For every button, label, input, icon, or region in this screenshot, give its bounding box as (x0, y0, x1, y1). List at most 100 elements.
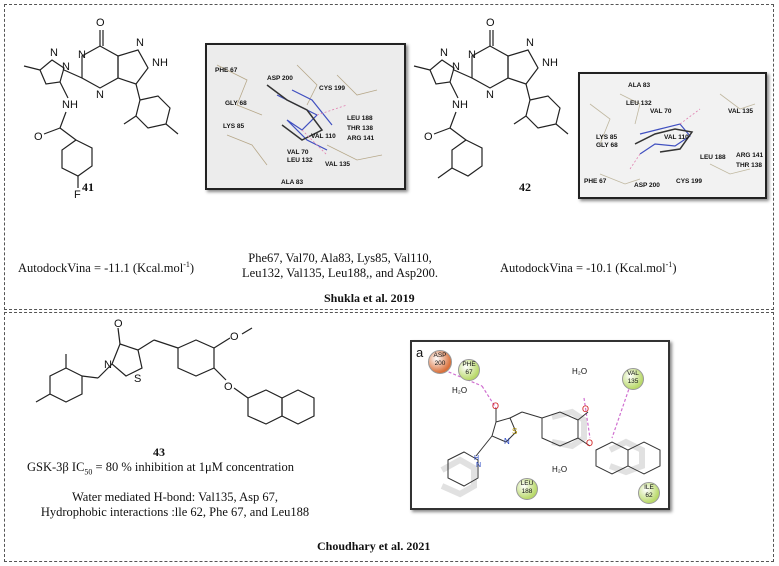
interaction-diagram: a O N S O O H N ASP (410, 340, 670, 510)
svg-text:F: F (74, 189, 81, 201)
svg-text:O: O (34, 131, 43, 143)
hbond-line-1: Water mediated H-bond: Val135, Asp 67, (71, 490, 279, 504)
citation-shukla: Shukla et al. 2019 (324, 291, 415, 305)
svg-text:N: N (78, 49, 86, 61)
score-42-suffix: ) (672, 261, 677, 276)
compound-42-number: 42 (519, 180, 531, 194)
residue-name: LEU (520, 480, 534, 487)
residue-phe67: PHE 67 (458, 359, 480, 381)
residue-num: 135 (627, 378, 639, 385)
svg-text:O: O (582, 404, 589, 414)
residue-num: 188 (521, 488, 533, 495)
water-label: H₂O (572, 367, 588, 376)
svg-text:N: N (526, 37, 534, 49)
residue-label: ARG 141 (736, 152, 764, 159)
compound-43-structure: O N S O O (35, 318, 315, 425)
residue-label: ALA 83 (628, 82, 651, 89)
residue-label: ASP 200 (634, 182, 660, 189)
compound-41-structure: O N N N NH N N NH O F (23, 17, 179, 201)
svg-text:NH: NH (452, 99, 468, 111)
svg-text:NH: NH (152, 57, 168, 69)
residue-num: 200 (434, 360, 446, 367)
svg-text:NH: NH (542, 57, 558, 69)
residue-label: LYS 85 (596, 134, 618, 141)
residue-label: ASP 200 (267, 75, 293, 82)
residue-name: VAL (627, 370, 639, 377)
residue-label: VAL 110 (664, 134, 689, 141)
hbond-line-2: Hydrophobic interactions :lle 62, Phe 67… (40, 505, 310, 519)
top-section-frame (4, 4, 774, 310)
water-label: H₂O (452, 386, 468, 395)
gsk-sub: 50 (84, 467, 93, 477)
svg-text:N: N (486, 89, 494, 101)
panel-letter: a (416, 345, 424, 360)
residue-label: GLY 68 (225, 100, 247, 107)
residue-label: LEU 188 (700, 154, 726, 161)
residue-label: PHE 67 (584, 178, 607, 185)
score-42-sup: -1 (665, 260, 673, 269)
residue-label: LEU 132 (287, 157, 313, 164)
bottom-section-frame (4, 312, 774, 562)
residue-ile62: ILE 62 (638, 482, 660, 504)
compound-43-number: 43 (153, 445, 165, 459)
residue-asp200: ASP 200 (428, 350, 452, 374)
residue-label: PHE 67 (215, 67, 238, 74)
svg-text:N: N (136, 37, 144, 49)
residue-label: VAL 110 (311, 133, 336, 140)
residue-label: ALA 83 (281, 179, 304, 186)
svg-text:N: N (96, 89, 104, 101)
residue-label: LEU 188 (347, 115, 373, 122)
svg-text:N: N (50, 47, 58, 59)
residue-label: LYS 85 (223, 123, 245, 130)
svg-text:O: O (492, 401, 499, 411)
residue-name: PHE (462, 361, 476, 368)
citation-choudhary: Choudhary et al. 2021 (317, 539, 431, 553)
score-42-text: AutodockVina = -10.1 (Kcal.mol (500, 261, 666, 276)
residue-leu188: LEU 188 (516, 478, 538, 500)
svg-text:O: O (486, 17, 495, 29)
compound-41-score: AutodockVina = -11.1 (Kcal.mol-1) (18, 257, 194, 276)
svg-text:O: O (586, 438, 593, 448)
residue-num: 62 (645, 492, 653, 499)
gsk-suffix: = 80 % inhibition at 1μM concentration (92, 460, 294, 474)
residues-line-2: Leu132, Val135, Leu188,, and Asp200. (242, 266, 438, 280)
residue-label: VAL 70 (287, 149, 309, 156)
residue-label: THR 138 (736, 162, 763, 169)
residue-label: GLY 68 (596, 142, 618, 149)
residue-label: CYS 199 (319, 85, 346, 92)
svg-text:S: S (134, 373, 141, 385)
residue-name: ASP (433, 352, 447, 359)
svg-text:O: O (114, 318, 123, 330)
svg-text:O: O (224, 381, 233, 393)
svg-text:N: N (476, 462, 481, 469)
svg-text:NH: NH (62, 99, 78, 111)
gsk-prefix: GSK-3β IC (27, 460, 85, 474)
residue-label: VAL 135 (325, 161, 351, 168)
residue-name: ILE (644, 484, 654, 491)
svg-text:N: N (440, 47, 448, 59)
score-41-text: AutodockVina = -11.1 (Kcal.mol (18, 261, 184, 276)
residue-label: THR 138 (347, 125, 374, 132)
svg-text:N: N (104, 359, 112, 371)
svg-text:O: O (424, 131, 433, 143)
svg-text:N: N (62, 61, 70, 73)
score-41-sup: -1 (183, 260, 190, 269)
svg-text:O: O (230, 331, 239, 343)
residue-val135: VAL 135 (622, 368, 644, 390)
compound-42-structure: O N N N NH N N NH O (413, 17, 569, 179)
residue-label: CYS 199 (676, 178, 703, 185)
water-label: H₂O (552, 465, 568, 474)
score-41-suffix: ) (189, 261, 195, 276)
residue-label: ARG 141 (347, 135, 375, 142)
gsk-activity: GSK-3β IC50 = 80 % inhibition at 1μM con… (27, 460, 294, 480)
svg-text:S: S (512, 427, 517, 436)
svg-text:H: H (474, 455, 479, 462)
residues-line-1: Phe67, Val70, Ala83, Lys85, Val110, (248, 251, 432, 265)
residue-label: VAL 70 (650, 108, 672, 115)
residue-num: 67 (465, 369, 473, 376)
residue-label: VAL 135 (728, 108, 754, 115)
compound-41-number: 41 (82, 180, 94, 194)
compound-42-score: AutodockVina = -10.1 (Kcal.mol-1) (500, 257, 676, 276)
